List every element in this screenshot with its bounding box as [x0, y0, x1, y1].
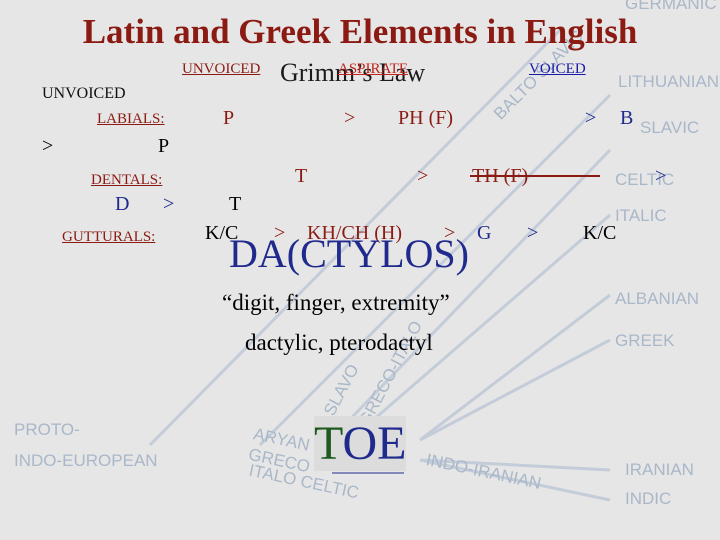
gutturals-arrow-3: > — [527, 222, 539, 244]
root-examples: dactylic, pterodactyl — [245, 330, 433, 355]
labials-p-1: P — [223, 107, 235, 129]
labials-b: B — [620, 107, 634, 129]
gutturals-g: G — [477, 222, 492, 244]
header-aspirate: ASPIRATE — [338, 61, 409, 77]
labials-label: LABIALS: — [97, 111, 165, 127]
labials-arrow-1: > — [344, 107, 356, 129]
answer-oe: OE — [342, 417, 407, 470]
gutturals-kh: KH/CH (H) — [307, 222, 402, 244]
tree-label-lithuanian: LITHUANIAN — [618, 72, 720, 91]
dentals-arrow-2: > — [655, 165, 667, 187]
dentals-label: DENTALS: — [91, 172, 163, 188]
tree-label-germanic: GERMANIC — [625, 0, 717, 13]
answer-toe: TOE — [314, 416, 407, 471]
labials-arrow-2: > — [585, 107, 597, 129]
gutturals-arrow-2: > — [444, 222, 456, 244]
header-unvoiced: UNVOICED — [182, 61, 261, 77]
tree-label-iranian: IRANIAN — [625, 460, 694, 479]
gutturals-arrow-1: > — [274, 222, 286, 244]
slide-title: Latin and Greek Elements in English — [82, 12, 638, 51]
tree-label-greek: GREEK — [615, 331, 675, 350]
answer-t: T — [314, 417, 343, 470]
tree-label-albanian: ALBANIAN — [615, 289, 700, 308]
dentals-t-1: T — [295, 165, 308, 187]
dentals-d: D — [115, 193, 130, 215]
dentals-arrow-1: > — [417, 165, 429, 187]
grimms-law-label: Grimm’s Law — [280, 58, 426, 87]
dentals-arrow-3: > — [163, 193, 175, 215]
tree-label-proto: PROTO- — [14, 420, 80, 439]
tree-label-italic: ITALIC — [615, 206, 667, 225]
header-unvoiced-left: UNVOICED — [42, 85, 126, 102]
labials-ph: PH (F) — [398, 107, 454, 129]
tree-label-indic: INDIC — [625, 489, 672, 508]
root-gloss: “digit, finger, extremity” — [222, 290, 450, 315]
labials-arrow-3: > — [42, 135, 54, 157]
tree-label-indo-european: INDO-EUROPEAN — [14, 451, 158, 470]
tree-label-slavic: SLAVIC — [640, 118, 700, 137]
tree-label-celtic: CELTIC — [615, 170, 675, 189]
root-dactylos: DA(CTYLOS) — [229, 231, 469, 276]
dentals-t-2: T — [229, 193, 242, 215]
gutturals-kc-2: K/C — [583, 222, 617, 244]
gutturals-label: GUTTURALS: — [62, 229, 156, 245]
dentals-th: TH (F) — [472, 165, 529, 187]
header-voiced: VOICED — [529, 61, 586, 77]
gutturals-kc-1: K/C — [205, 222, 239, 244]
labials-p-2: P — [158, 135, 170, 157]
